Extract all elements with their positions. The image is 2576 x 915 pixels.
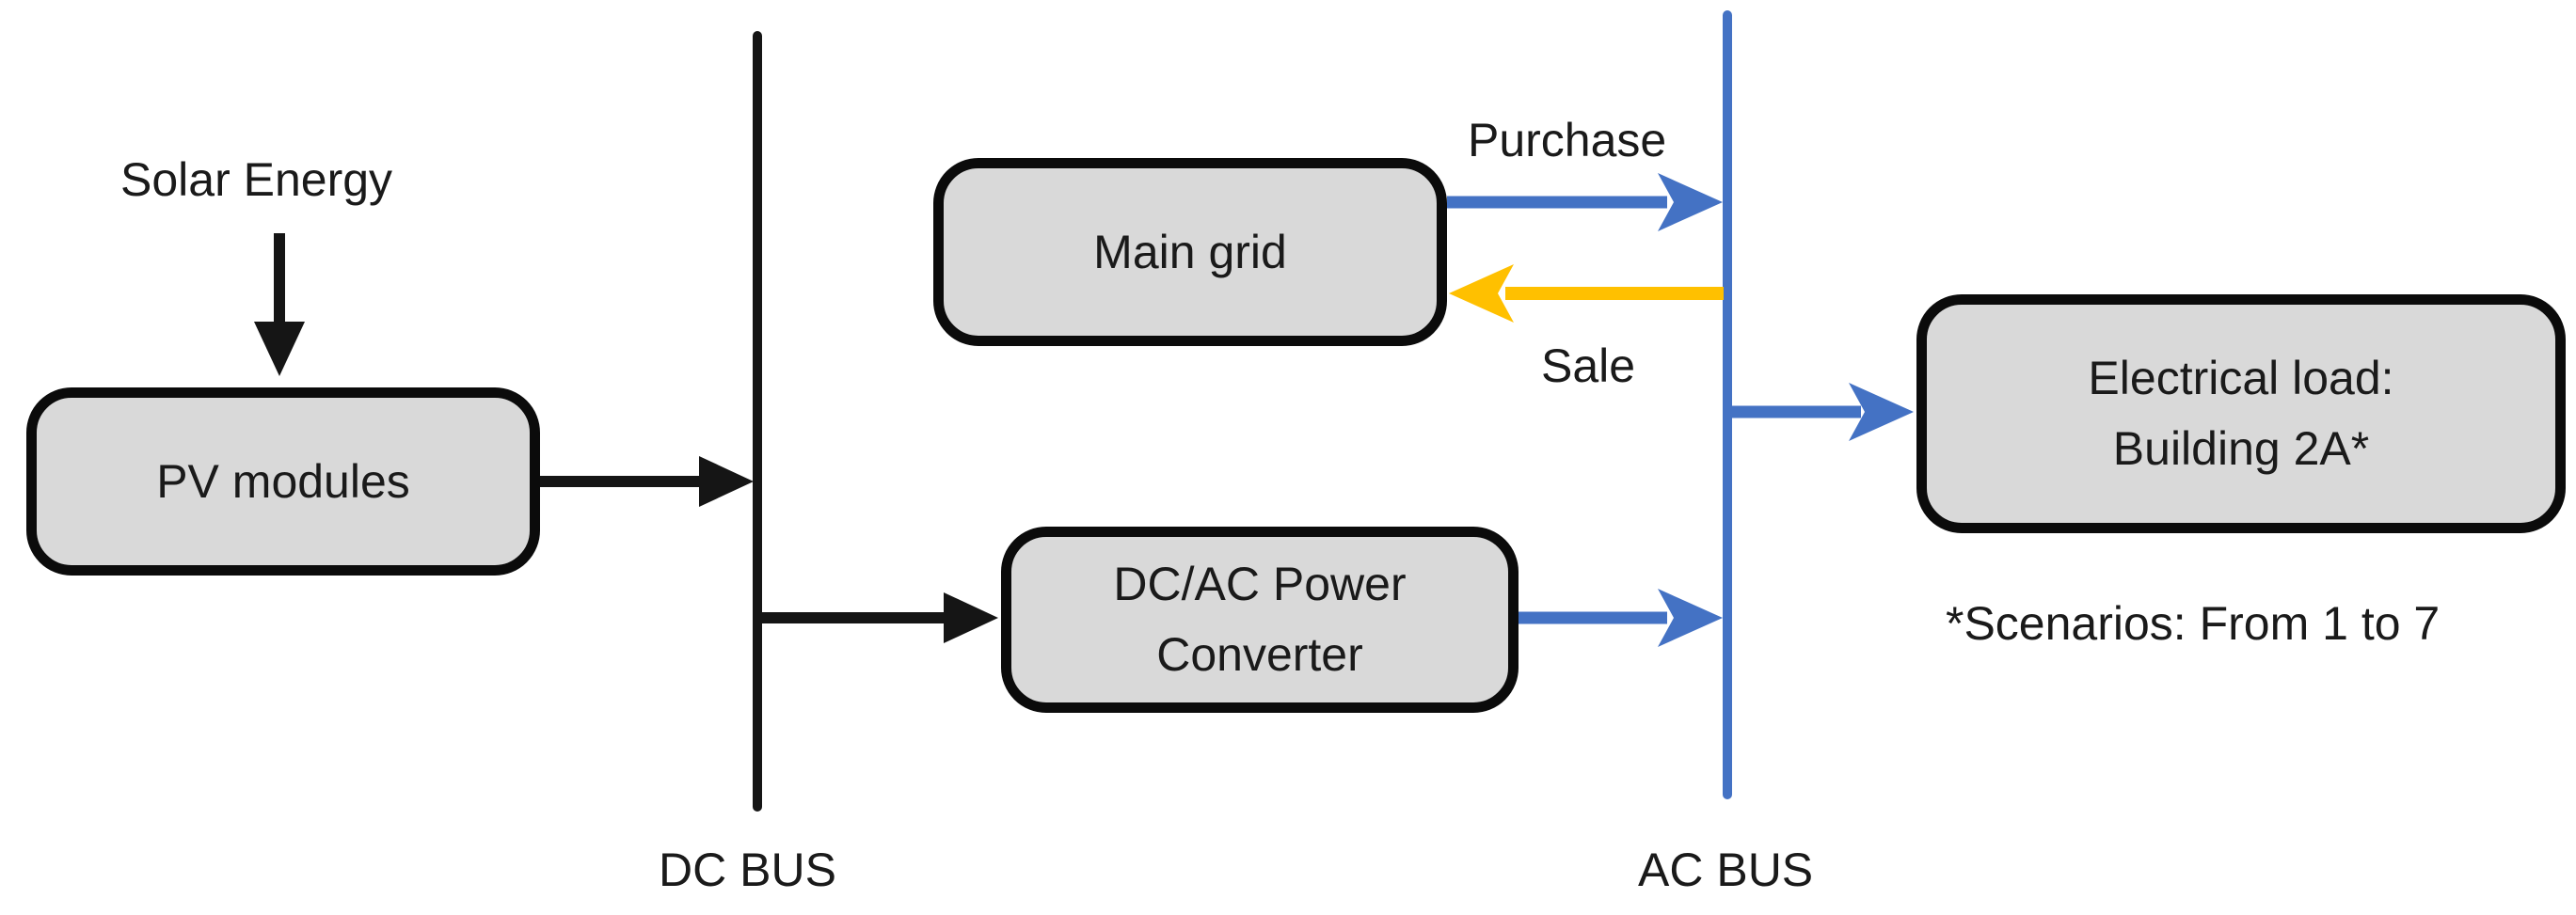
arrow-head bbox=[944, 592, 998, 643]
scenarios-note: *Scenarios: From 1 to 7 bbox=[1946, 597, 2441, 650]
solar-to-pv-arrow bbox=[254, 233, 305, 376]
node-pv-modules: PV modules bbox=[26, 387, 540, 576]
arrow-head bbox=[1449, 264, 1514, 323]
dc-bus-label: DC BUS bbox=[659, 844, 836, 896]
purchase-arrow bbox=[1447, 173, 1723, 231]
purchase-label: Purchase bbox=[1468, 114, 1667, 166]
converter-to-acbus-arrow bbox=[1519, 589, 1723, 647]
pv-to-dcbus-arrow bbox=[540, 456, 754, 507]
node-label: PV modules bbox=[156, 454, 410, 508]
node-label-line2: Converter bbox=[1156, 628, 1363, 681]
acbus-to-load-arrow bbox=[1727, 383, 1914, 441]
arrow-head bbox=[699, 456, 754, 507]
node-main-grid: Main grid bbox=[933, 158, 1447, 346]
sale-arrow bbox=[1449, 264, 1724, 323]
node-dc-ac-converter: DC/AC Power Converter bbox=[1001, 527, 1519, 713]
node-label-line1: Electrical load: bbox=[2088, 352, 2394, 404]
node-label-line1: DC/AC Power bbox=[1113, 558, 1407, 610]
solar-energy-label: Solar Energy bbox=[120, 153, 393, 206]
sale-label: Sale bbox=[1541, 339, 1636, 392]
dcbus-to-converter-arrow bbox=[757, 592, 998, 643]
node-label: Main grid bbox=[1093, 225, 1287, 278]
node-electrical-load: Electrical load: Building 2A* bbox=[1916, 294, 2566, 533]
arrow-head bbox=[1658, 173, 1723, 231]
arrow-head bbox=[1849, 383, 1914, 441]
ac-bus-label: AC BUS bbox=[1638, 844, 1814, 896]
arrow-head bbox=[1658, 589, 1723, 647]
node-label-line2: Building 2A* bbox=[2112, 422, 2370, 475]
arrow-head bbox=[254, 322, 305, 376]
